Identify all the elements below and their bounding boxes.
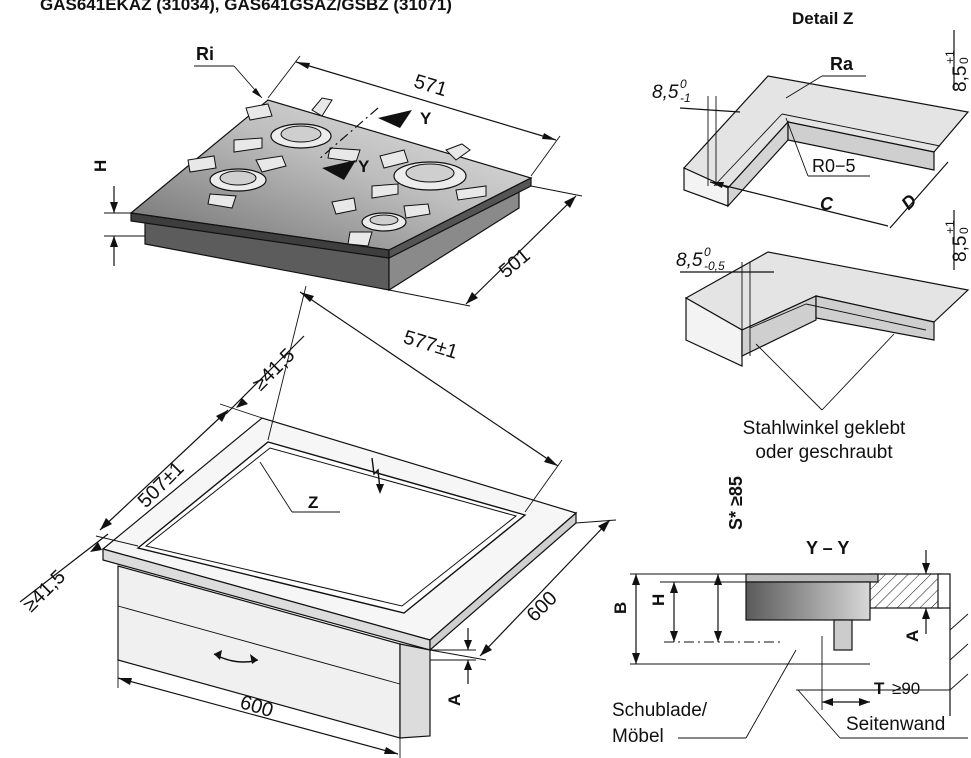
drawer-label-line2: Möbel: [612, 726, 664, 747]
tol-bottom-left: 8,5 0 -0,5: [676, 245, 725, 273]
detail-z-title: Detail Z: [792, 9, 853, 28]
label-d: D: [897, 190, 920, 213]
hob-burner-back-left: [233, 97, 361, 163]
label-ri: Ri: [196, 44, 214, 64]
tol-bottom-right: 8,5 +1 0: [943, 220, 971, 262]
tol-top-right: 8,5 +1 0: [943, 50, 971, 92]
label-radius: R0−5: [812, 156, 856, 176]
tol-top-left-base: 8,5: [652, 82, 679, 103]
dim-hob-width: 571: [411, 70, 449, 101]
note-steel-angle-line2: oder geschraubt: [755, 442, 893, 463]
tol-top-right-base: 8,5: [950, 66, 971, 92]
label-y-lower: Y: [358, 157, 370, 176]
tol-bottom-left-base: 8,5: [676, 250, 703, 271]
label-b: B: [611, 602, 630, 614]
drawing-title: GAS641EKAZ (31034), GAS641GSAZ/GSBZ (310…: [40, 0, 452, 14]
section-line-y: [317, 107, 379, 161]
hob-burner-back-right: [371, 143, 487, 201]
tol-top-left: 8,5 0 -1: [652, 77, 691, 105]
force-arrow-icon: [371, 457, 381, 491]
arrow-y-lower: [322, 160, 356, 180]
section-title: Y – Y: [806, 538, 849, 558]
dim-hob-depth: 501: [495, 245, 535, 283]
tol-top-left-sub: -1: [680, 91, 691, 105]
tol-bottom-left-sup: 0: [704, 245, 711, 259]
side-wall-label: Seitenwand: [846, 714, 945, 735]
cabinet-side: [399, 643, 431, 739]
hob-burner-front-right: [331, 197, 431, 247]
tol-bottom-right-base: 8,5: [950, 236, 971, 262]
tol-top-right-sub: 0: [957, 57, 971, 64]
dim-edge-side: ≥41,5: [19, 566, 70, 617]
arrow-y-upper: [378, 110, 412, 128]
section-worktop: [869, 573, 943, 609]
tol-bottom-right-sub: 0: [957, 227, 971, 234]
label-cutout-a: A: [445, 694, 464, 706]
tol-top-right-sup: +1: [943, 50, 957, 64]
label-hob-h: H: [91, 160, 110, 172]
section-y-y: Y – Y S* ≥85 B H: [611, 476, 969, 747]
hob-burner-front-left: [187, 155, 287, 209]
dim-cabinet-depth: 600: [523, 587, 562, 626]
label-section-a: A: [903, 630, 922, 642]
hob-view: Y Y Ri 571 501 H: [91, 44, 583, 307]
label-y-upper: Y: [420, 109, 432, 128]
tol-bottom-right-sup: +1: [943, 220, 957, 234]
detail-z: Detail Z Ra R0−5 C D 8,5 0 -1: [652, 9, 971, 463]
dim-cutout-width: 577±1: [401, 326, 460, 363]
section-hob: [745, 573, 879, 583]
label-section-h: H: [649, 594, 668, 606]
t-value: ≥90: [892, 679, 920, 698]
cutout-view: 577±1 507±1 ≥41,5 ≥41,5 600 600: [19, 285, 617, 758]
drawer-label-line1: Schublade/: [612, 700, 708, 721]
label-ra: Ra: [830, 54, 854, 74]
label-t: T: [874, 679, 885, 698]
label-z: Z: [308, 493, 318, 512]
label-s: S* ≥85: [726, 476, 746, 530]
dim-edge-back: ≥41,5: [249, 344, 300, 395]
note-steel-angle-line1: Stahlwinkel geklebt: [743, 418, 906, 439]
cutout-opening: [136, 441, 527, 614]
tol-top-left-sup: 0: [680, 77, 687, 91]
label-c: C: [820, 194, 834, 214]
tol-bottom-left-sub: -0,5: [704, 259, 725, 273]
